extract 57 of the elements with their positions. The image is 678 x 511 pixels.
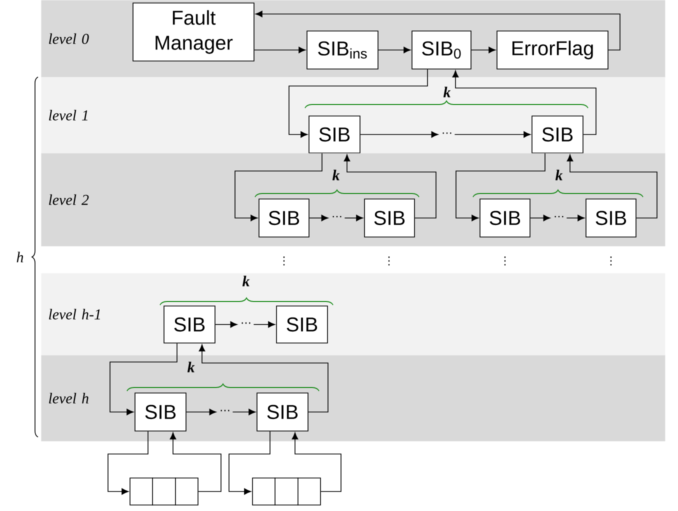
- arrow: [452, 70, 596, 135]
- brace-label: k: [332, 170, 340, 180]
- arrow: [228, 431, 270, 495]
- ellipsis: ⋯: [332, 216, 342, 218]
- labeled-box: SIB: [586, 198, 636, 238]
- labeled-box: SIB: [258, 198, 310, 238]
- labeled-box: SIB: [134, 392, 186, 432]
- ellipsis: ⋮: [388, 256, 390, 266]
- arrow: [108, 431, 148, 495]
- ellipsis: ⋯: [554, 216, 564, 218]
- arrow: [566, 214, 585, 222]
- arrow: [344, 154, 436, 218]
- arrow: [454, 131, 531, 138]
- ellipsis: ⋮: [283, 256, 285, 266]
- arrow: [110, 343, 178, 416]
- labeled-box: SIB: [480, 198, 530, 238]
- labeled-box: SIB: [276, 306, 328, 344]
- arrow: [215, 321, 238, 328]
- arrow: [530, 214, 550, 222]
- arrow: [288, 69, 428, 138]
- ellipsis: ⋮: [504, 256, 506, 266]
- ellipsis: ⋯: [220, 410, 230, 412]
- arrow: [566, 154, 658, 218]
- brace-label: k: [187, 362, 195, 372]
- brace-label: h: [16, 252, 24, 262]
- labeled-box: SIB$_{ins}$: [306, 30, 378, 70]
- brace-label: k: [555, 170, 563, 180]
- brace-label: k: [242, 276, 250, 286]
- arrow: [360, 131, 438, 138]
- arrow: [254, 46, 306, 54]
- arrow: [232, 408, 256, 416]
- labeled-box: SIB: [364, 198, 415, 238]
- arrow: [170, 432, 222, 492]
- arrow: [471, 46, 496, 54]
- arrow: [309, 214, 328, 222]
- labeled-box: SIB: [308, 116, 360, 154]
- brace-label: k: [443, 86, 451, 98]
- arrow: [253, 321, 276, 328]
- ellipsis: ⋯: [242, 322, 250, 324]
- arrow: [255, 10, 620, 50]
- arrow: [234, 153, 322, 222]
- labeled-box: SIB: [256, 392, 308, 432]
- labeled-box: SIB: [532, 116, 584, 154]
- ellipsis: ⋮: [610, 256, 612, 266]
- arrow: [378, 46, 411, 54]
- labeled-box: Fault Manager: [132, 2, 254, 62]
- ellipsis: ⋯: [442, 132, 452, 134]
- labeled-box: ErrorFlag: [496, 30, 608, 70]
- shift-register: [130, 477, 198, 506]
- arrow: [186, 408, 216, 416]
- labeled-box: SIB$_{0}$: [412, 30, 472, 70]
- arrow: [198, 344, 328, 412]
- shift-register: [252, 477, 321, 506]
- labeled-box: SIB: [164, 306, 216, 344]
- arrow: [292, 432, 342, 492]
- arrow: [456, 153, 546, 222]
- arrow: [344, 214, 364, 222]
